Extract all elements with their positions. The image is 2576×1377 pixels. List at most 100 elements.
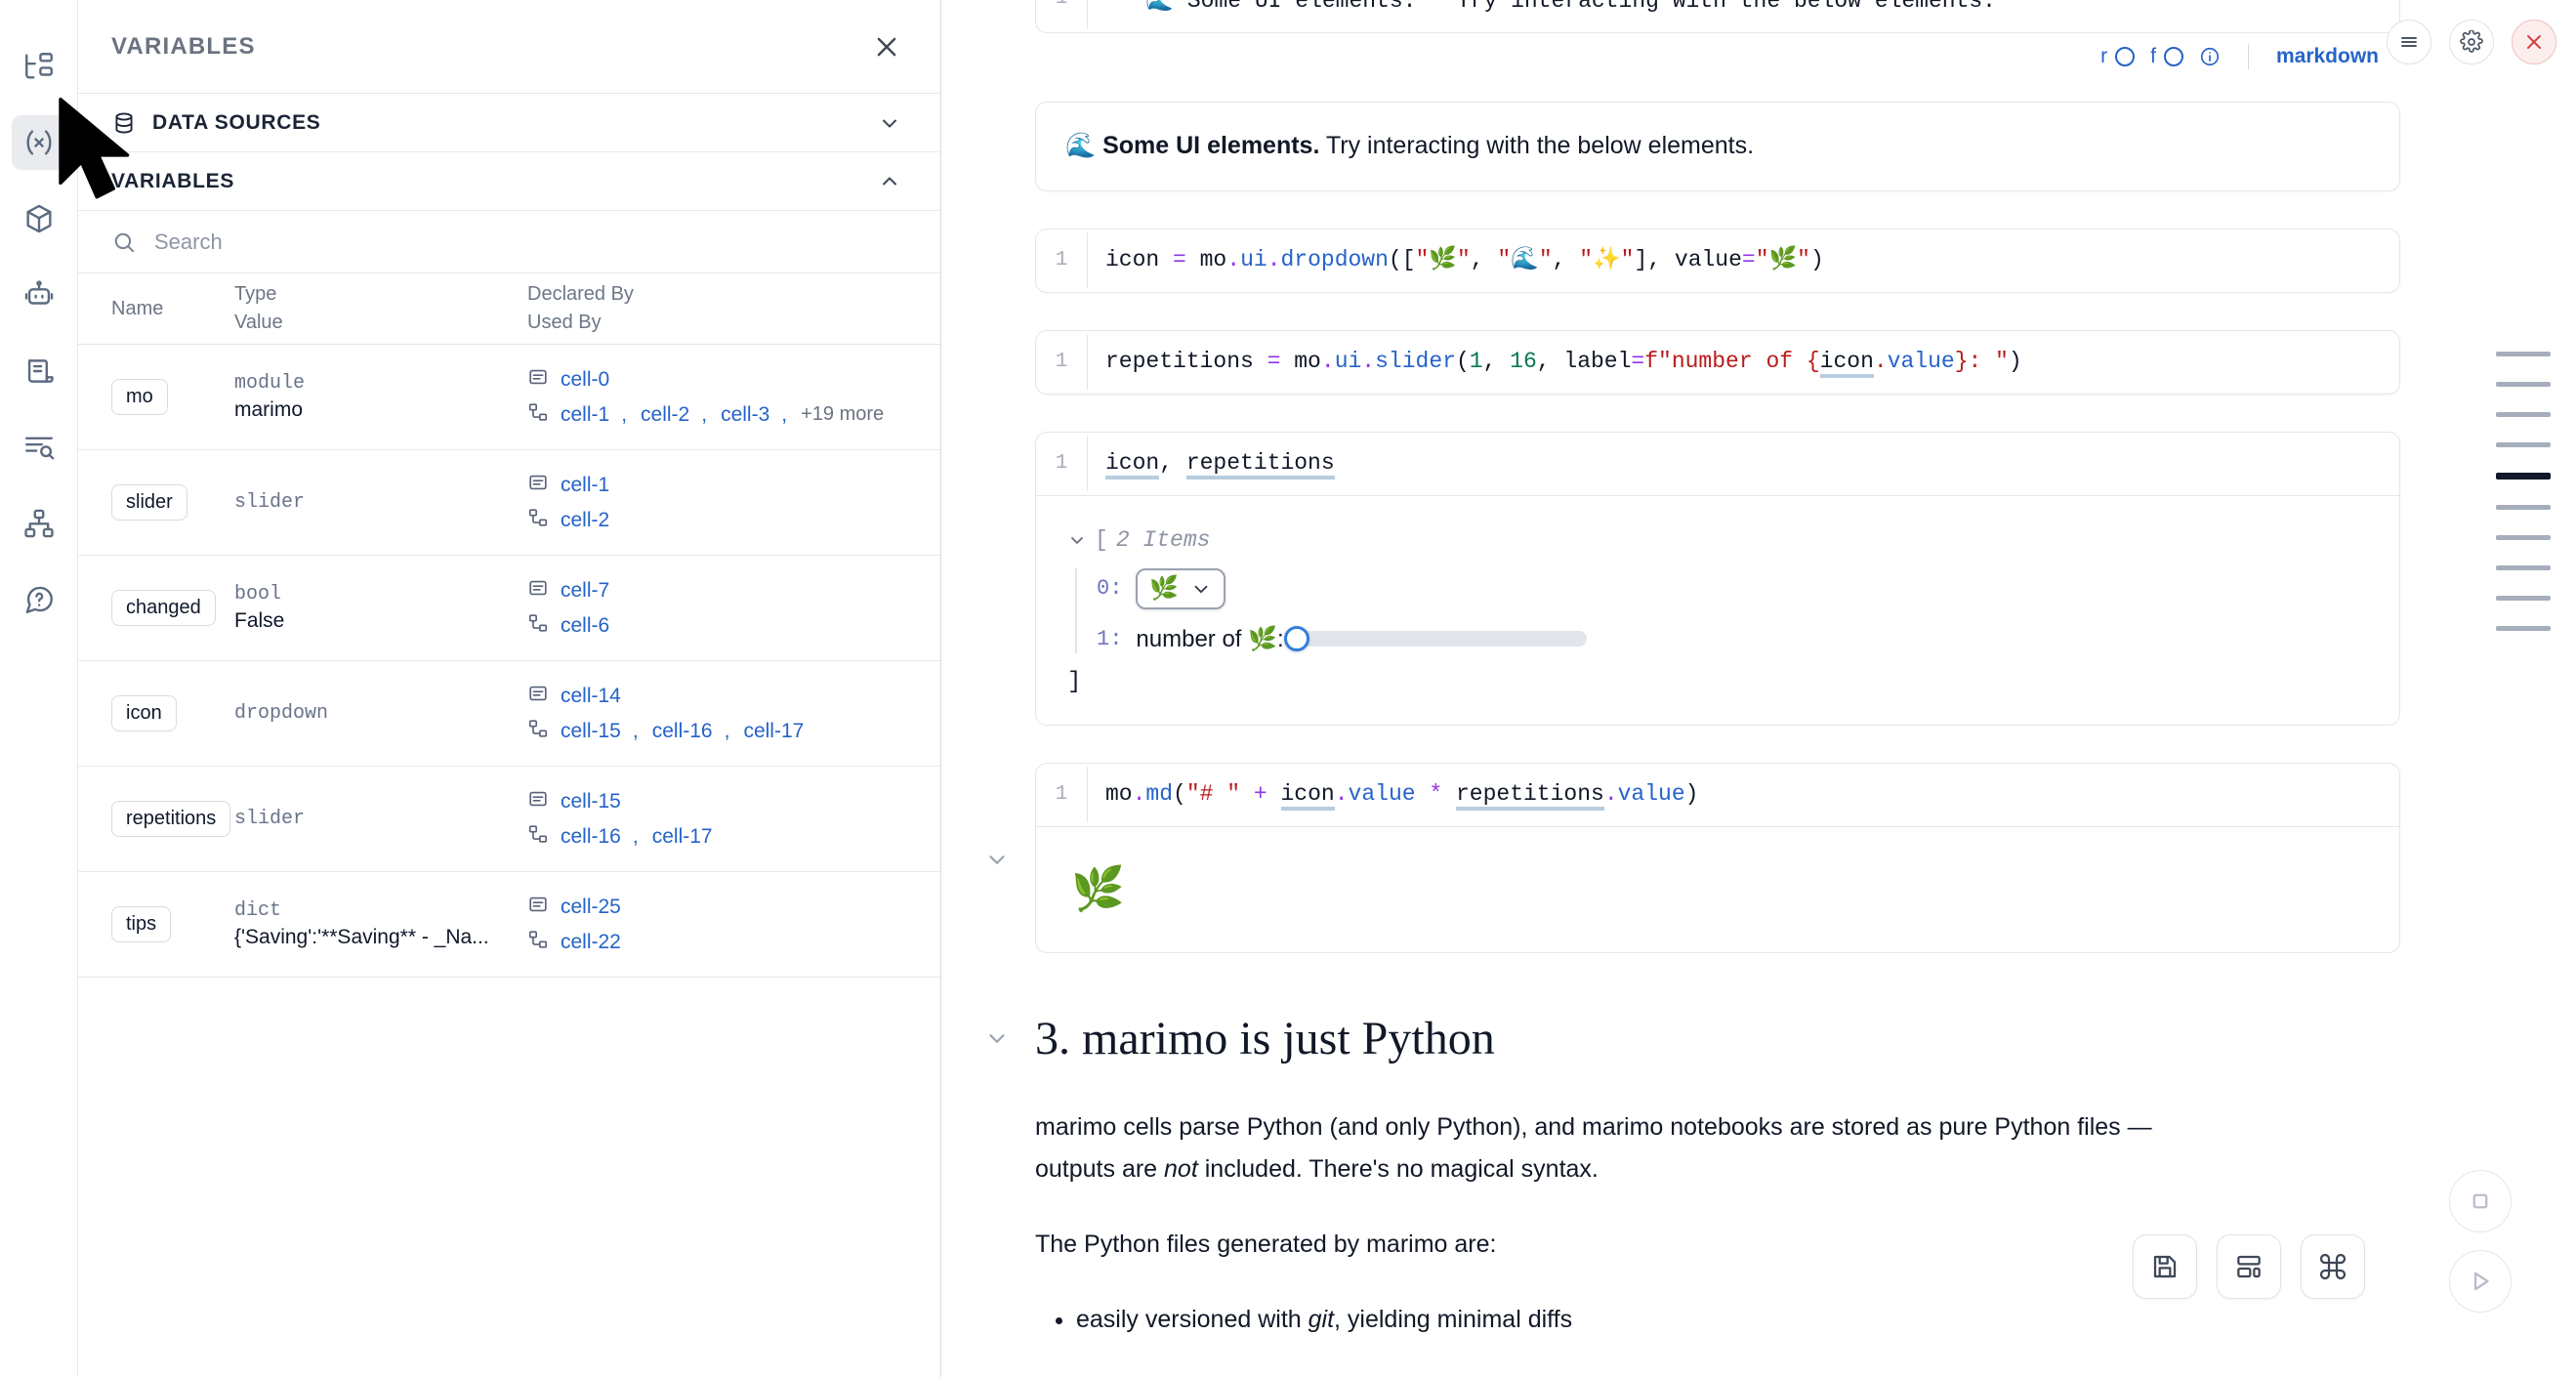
slider-widget[interactable]: number of 🌿: (1136, 625, 1587, 653)
markdown-source-cell[interactable]: 1 """🌊 Some UI elements."" Try interacti… (1035, 0, 2400, 33)
cell-link[interactable]: cell-7 (561, 578, 610, 602)
more-cells-label[interactable]: +19 more (801, 403, 885, 425)
minimap[interactable] (2496, 352, 2551, 631)
markdown-bold-text: Some UI elements. (1102, 132, 1320, 159)
minimap-bar[interactable] (2496, 626, 2551, 631)
minimap-bar[interactable] (2496, 352, 2551, 356)
column-header-value: Value (234, 312, 283, 333)
bullet-italic: git (1308, 1305, 1335, 1333)
gear-icon[interactable] (2449, 20, 2494, 64)
minimap-bar[interactable] (2496, 382, 2551, 387)
minimap-bar[interactable] (2496, 442, 2551, 447)
search-input[interactable] (154, 229, 907, 255)
list-output: [ 2 Items 0: 🌿 (1063, 518, 2372, 703)
slider-thumb[interactable] (1283, 626, 1309, 651)
panel-title: VARIABLES (111, 32, 256, 60)
file-explorer-icon[interactable] (12, 39, 66, 94)
code-text[interactable]: """🌊 Some UI elements."" Try interacting… (1087, 0, 2399, 29)
minimap-bar[interactable] (2496, 473, 2551, 480)
documentation-icon[interactable] (12, 344, 66, 398)
slider-track[interactable] (1283, 626, 1587, 651)
cell-link[interactable]: cell-1 (561, 402, 610, 426)
minimap-bar[interactable] (2496, 412, 2551, 417)
cell-link[interactable]: cell-25 (561, 895, 621, 918)
cell-link-separator: , (632, 719, 639, 742)
cell-link[interactable]: cell-17 (651, 824, 713, 848)
code-text[interactable]: icon = mo.ui.dropdown(["🌿", "🌊", "✨"], v… (1087, 232, 2399, 288)
cell-link[interactable]: cell-15 (561, 789, 621, 813)
reference-indicator[interactable]: r (2100, 45, 2136, 68)
cell-language-label[interactable]: markdown (2275, 45, 2379, 67)
cell-action-buttons (2387, 20, 2556, 64)
dependency-graph-icon[interactable] (12, 496, 66, 551)
save-button[interactable] (2133, 1234, 2197, 1299)
cell-link[interactable]: cell-2 (641, 402, 690, 426)
minimap-bar[interactable] (2496, 535, 2551, 540)
code-cell[interactable]: 1 icon, repetitions (1035, 431, 2400, 496)
dropdown-widget[interactable]: 🌿 (1136, 567, 1226, 609)
function-indicator[interactable]: f (2150, 45, 2183, 68)
list-output-header[interactable]: [ 2 Items (1067, 527, 2368, 553)
cell-link-separator: , (701, 402, 708, 426)
layout-button[interactable] (2217, 1234, 2281, 1299)
cell-link[interactable]: cell-3 (721, 402, 770, 426)
variable-name-chip[interactable]: slider (111, 484, 187, 521)
markdown-output-box: 🌊 Some UI elements. Try interacting with… (1035, 102, 2400, 191)
code-text[interactable]: mo.md("# " + icon.value * repetitions.va… (1087, 767, 2399, 822)
column-header-declared-by: Declared By (527, 283, 634, 305)
cell-link[interactable]: cell-2 (561, 508, 610, 531)
cell-link[interactable]: cell-22 (561, 930, 621, 953)
minimap-bar[interactable] (2496, 505, 2551, 510)
variable-name-chip[interactable]: tips (111, 906, 172, 942)
stop-button[interactable] (2449, 1170, 2512, 1232)
run-all-button[interactable] (2449, 1250, 2512, 1313)
section-variables[interactable]: VARIABLES (78, 152, 940, 211)
ai-assistant-icon[interactable] (12, 268, 66, 322)
collapse-chevron-icon[interactable] (984, 1025, 1010, 1051)
save-icon (2153, 1255, 2177, 1278)
info-icon[interactable] (2199, 46, 2221, 67)
code-text[interactable]: icon, repetitions (1087, 436, 2399, 491)
cell-link[interactable]: cell-0 (561, 367, 610, 391)
logs-icon[interactable] (12, 420, 66, 475)
variable-name-chip[interactable]: mo (111, 379, 168, 415)
cell-link[interactable]: cell-17 (743, 719, 805, 742)
minimap-bar[interactable] (2496, 565, 2551, 570)
variables-icon[interactable] (11, 115, 66, 170)
help-icon[interactable] (12, 572, 66, 627)
code-cell[interactable]: 1 mo.md("# " + icon.value * repetitions.… (1035, 762, 2400, 827)
variable-name-chip[interactable]: icon (111, 695, 177, 731)
variable-name-chip[interactable]: repetitions (111, 801, 231, 837)
section-data-sources[interactable]: DATA SOURCES (78, 94, 940, 152)
markdown-rest-text: Try interacting with the below elements. (1319, 132, 1755, 159)
packages-icon[interactable] (12, 191, 66, 246)
cell-link[interactable]: cell-16 (561, 824, 621, 848)
collapse-chevron-icon[interactable] (984, 847, 1010, 872)
close-icon[interactable] (2512, 20, 2556, 64)
variable-value: False (234, 608, 285, 632)
command-palette-button[interactable] (2301, 1234, 2365, 1299)
minimap-bar[interactable] (2496, 596, 2551, 601)
markdown-emoji: 🌊 (1065, 132, 1097, 159)
code-cell[interactable]: 1 icon = mo.ui.dropdown(["🌿", "🌊", "✨"],… (1035, 228, 2400, 293)
cell-link[interactable]: cell-16 (651, 719, 713, 742)
cell-link[interactable]: cell-1 (561, 473, 610, 496)
line-number: 1 (1036, 0, 1087, 10)
cell-link[interactable]: cell-15 (561, 719, 621, 742)
code-text[interactable]: repetitions = mo.ui.slider(1, 16, label=… (1087, 334, 2399, 390)
cell-link[interactable]: cell-6 (561, 613, 610, 637)
close-icon[interactable] (872, 32, 901, 62)
hamburger-icon[interactable] (2387, 20, 2431, 64)
cell-link[interactable]: cell-14 (561, 684, 621, 707)
code-cell[interactable]: 1 repetitions = mo.ui.slider(1, 16, labe… (1035, 329, 2400, 395)
variable-name-chip[interactable]: changed (111, 590, 216, 626)
